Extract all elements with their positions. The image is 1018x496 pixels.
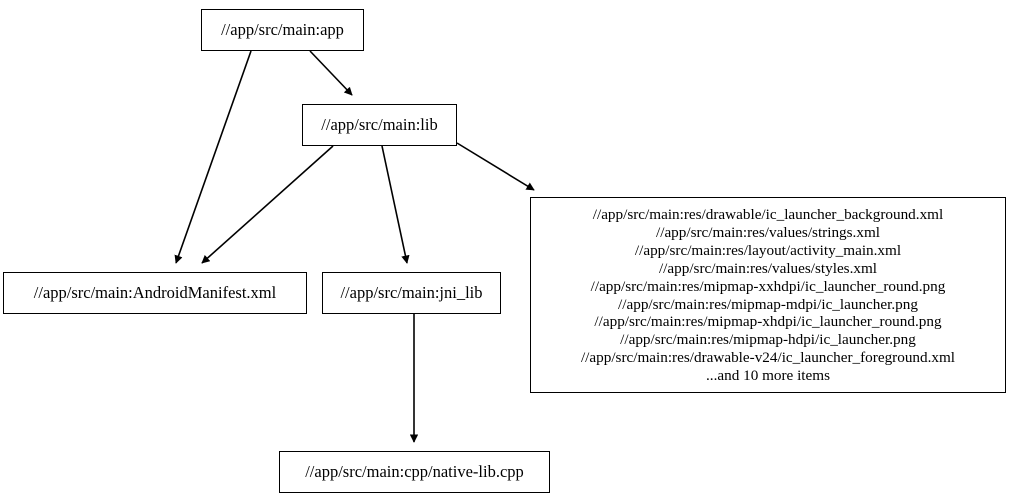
node-res-bundle-line: //app/src/main:res/values/strings.xml [656, 224, 880, 242]
node-lib[interactable]: //app/src/main:lib [302, 104, 457, 146]
edge-app-to-manifest [174, 50, 252, 264]
edge-lib-to-jni-lib [381, 145, 410, 264]
node-lib-label: //app/src/main:lib [321, 114, 438, 134]
node-android-manifest-label: //app/src/main:AndroidManifest.xml [33, 282, 277, 302]
node-res-bundle-label: //app/src/main:res/drawable/ic_launcher_… [571, 200, 965, 389]
node-res-bundle[interactable]: //app/src/main:res/drawable/ic_launcher_… [530, 197, 1006, 393]
node-res-bundle-line: ...and 10 more items [705, 366, 830, 384]
edge-app-to-lib [309, 50, 353, 96]
node-android-manifest[interactable]: //app/src/main:AndroidManifest.xml [3, 272, 307, 314]
node-res-bundle-line: //app/src/main:res/drawable-v24/ic_launc… [580, 348, 956, 366]
node-app-label: //app/src/main:app [221, 19, 344, 39]
node-native-lib-cpp[interactable]: //app/src/main:cpp/native-lib.cpp [279, 451, 550, 493]
node-app[interactable]: //app/src/main:app [201, 9, 364, 51]
edge-lib-to-res [456, 142, 535, 191]
node-jni-lib-label: //app/src/main:jni_lib [340, 282, 483, 302]
node-res-bundle-line: //app/src/main:res/layout/activity_main.… [634, 242, 902, 260]
edge-lib-to-manifest [201, 145, 334, 264]
node-res-bundle-line: //app/src/main:res/mipmap-hdpi/ic_launch… [620, 331, 916, 349]
node-res-bundle-line: //app/src/main:res/drawable/ic_launcher_… [592, 206, 944, 224]
node-res-bundle-line: //app/src/main:res/values/styles.xml [658, 259, 878, 277]
node-native-lib-cpp-label: //app/src/main:cpp/native-lib.cpp [305, 461, 524, 481]
node-jni-lib[interactable]: //app/src/main:jni_lib [322, 272, 501, 314]
node-res-bundle-line: //app/src/main:res/mipmap-mdpi/ic_launch… [618, 295, 918, 313]
node-res-bundle-line: //app/src/main:res/mipmap-xhdpi/ic_launc… [594, 313, 942, 331]
node-res-bundle-line: //app/src/main:res/mipmap-xxhdpi/ic_laun… [590, 277, 946, 295]
